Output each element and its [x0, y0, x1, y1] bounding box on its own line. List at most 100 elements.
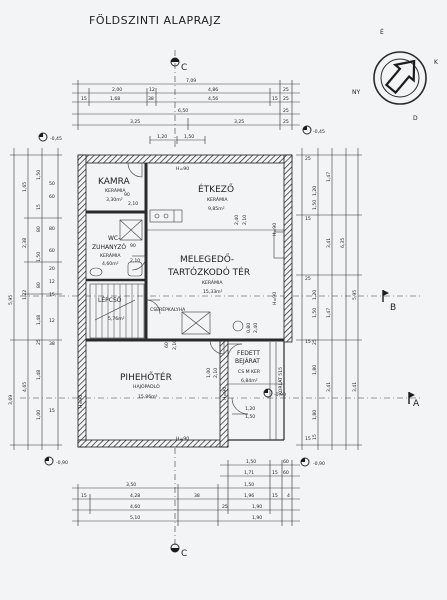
svg-text:25: 25	[36, 339, 42, 345]
svg-text:KERÁMIA: KERÁMIA	[207, 196, 228, 203]
svg-text:3,69: 3,69	[8, 395, 14, 405]
svg-text:6,84m²: 6,84m²	[241, 378, 258, 384]
compass-label-north: É	[380, 28, 384, 36]
svg-text:3,50: 3,50	[126, 482, 136, 488]
svg-text:1,50: 1,50	[312, 200, 318, 210]
svg-text:25: 25	[222, 504, 228, 510]
svg-text:1,50: 1,50	[246, 459, 256, 465]
svg-text:1,50: 1,50	[36, 170, 42, 180]
svg-text:4,28: 4,28	[130, 493, 140, 499]
svg-text:1,20: 1,20	[312, 186, 318, 196]
svg-text:H=90: H=90	[176, 436, 189, 442]
dimensions-right: 5,95 3,41 1,47 3,41 6,35 1,47 3,41 1,20 …	[296, 148, 362, 450]
svg-text:20: 20	[49, 266, 55, 272]
svg-text:15: 15	[312, 434, 318, 440]
svg-text:-0,45: -0,45	[50, 136, 62, 142]
svg-text:15: 15	[36, 204, 42, 210]
svg-text:0,80: 0,80	[246, 323, 252, 333]
svg-text:25: 25	[312, 339, 318, 345]
svg-text:90: 90	[130, 243, 136, 249]
svg-text:4,86: 4,86	[208, 87, 218, 93]
svg-text:BEJÁRAT: BEJÁRAT	[235, 358, 260, 365]
room-lepcso: LÉPCSŐ 5,76m²	[98, 296, 125, 322]
svg-text:CS M KER: CS M KER	[238, 369, 261, 375]
svg-text:4,65: 4,65	[22, 382, 28, 392]
room-melegedo: MELEGEDŐ- TARTÓZKODÓ TÉR KERÁMIA 15,33m²	[167, 254, 250, 295]
room-fedett-bejarat: FEDETT BEJÁRAT CS M KER 6,84m²	[235, 350, 261, 384]
svg-text:MELEGEDŐ-: MELEGEDŐ-	[180, 254, 234, 265]
svg-text:15: 15	[272, 493, 278, 499]
bathroom-fixtures	[89, 219, 143, 277]
svg-text:6,50: 6,50	[178, 108, 188, 114]
svg-text:12: 12	[49, 318, 55, 324]
svg-text:80: 80	[36, 226, 42, 232]
svg-text:PIHEHŐTÉR: PIHEHŐTÉR	[120, 371, 172, 383]
svg-text:1,80: 1,80	[312, 365, 318, 375]
toilet-icon	[89, 267, 103, 277]
svg-text:TARTÓZKODÓ TÉR: TARTÓZKODÓ TÉR	[167, 266, 250, 278]
svg-text:2,10: 2,10	[242, 215, 248, 225]
svg-text:1,68: 1,68	[110, 96, 120, 102]
svg-text:15: 15	[272, 96, 278, 102]
svg-text:1,00: 1,00	[206, 368, 212, 378]
svg-text:80: 80	[49, 226, 55, 232]
svg-text:2,38: 2,38	[22, 238, 28, 248]
svg-text:1,20: 1,20	[245, 406, 255, 412]
svg-text:25: 25	[283, 96, 289, 102]
svg-text:1,50: 1,50	[245, 414, 255, 420]
svg-text:6,35: 6,35	[340, 238, 346, 248]
svg-text:3,41: 3,41	[352, 382, 358, 392]
svg-text:5,95: 5,95	[8, 295, 14, 305]
svg-text:WC-: WC-	[108, 235, 120, 242]
svg-text:25: 25	[283, 87, 289, 93]
svg-text:60: 60	[49, 248, 55, 254]
dimensions-top: 7,09 2,00 12 4,86 25 15 1,68 38 4,56 15 …	[72, 78, 300, 144]
svg-text:3,41: 3,41	[326, 238, 332, 248]
level-marker-entry: -0,90	[263, 388, 286, 398]
svg-text:60: 60	[283, 459, 289, 465]
svg-text:1,48: 1,48	[36, 370, 42, 380]
svg-text:15: 15	[272, 470, 278, 476]
plan-title: FÖLDSZINTI ALAPRAJZ	[89, 14, 221, 27]
svg-text:1,90: 1,90	[252, 515, 262, 521]
svg-text:15: 15	[49, 408, 55, 414]
level-marker-bottom-left: -0,90	[44, 456, 68, 466]
svg-text:25: 25	[305, 156, 311, 162]
svg-text:2,10: 2,10	[128, 201, 138, 207]
svg-text:15: 15	[305, 216, 311, 222]
dimensions-left: 5,95 3,69 1,65 2,38 1,22 4,65 1,50 15 80…	[8, 148, 62, 450]
svg-text:5,10: 5,10	[130, 515, 140, 521]
svg-text:3,25: 3,25	[130, 119, 140, 125]
stair	[89, 283, 145, 339]
svg-text:38: 38	[148, 96, 154, 102]
svg-text:25: 25	[305, 276, 311, 282]
svg-text:60: 60	[164, 342, 170, 348]
svg-text:H=90: H=90	[272, 223, 278, 236]
svg-text:1,48: 1,48	[36, 315, 42, 325]
svg-text:15,86m²: 15,86m²	[138, 394, 158, 400]
svg-text:HAJÓPADLÓ: HAJÓPADLÓ	[133, 383, 160, 390]
svg-text:5,76m²: 5,76m²	[108, 316, 125, 322]
compass-label-east: K	[434, 59, 439, 66]
svg-text:15: 15	[49, 292, 55, 298]
section-b-label: B	[390, 303, 396, 313]
svg-text:-0,90: -0,90	[274, 392, 286, 398]
svg-text:1,22: 1,22	[22, 290, 28, 300]
dim-top-total: 7,09	[186, 78, 196, 84]
svg-text:2,00: 2,00	[112, 87, 122, 93]
svg-text:12: 12	[49, 279, 55, 285]
svg-text:1,71: 1,71	[244, 470, 254, 476]
svg-text:38: 38	[49, 341, 55, 347]
svg-text:90: 90	[124, 192, 130, 198]
compass-rose: É K D NY	[352, 28, 439, 122]
svg-text:15,33m²: 15,33m²	[203, 289, 223, 295]
level-marker-top-left: -0,45	[38, 132, 62, 142]
svg-text:1,50: 1,50	[36, 252, 42, 262]
svg-text:1,47: 1,47	[326, 308, 332, 318]
svg-text:H=90: H=90	[176, 166, 189, 172]
svg-text:H=90: H=90	[78, 395, 84, 408]
svg-text:15: 15	[81, 493, 87, 499]
svg-text:2,10: 2,10	[130, 258, 140, 264]
svg-text:KERÁMIA: KERÁMIA	[105, 187, 126, 194]
